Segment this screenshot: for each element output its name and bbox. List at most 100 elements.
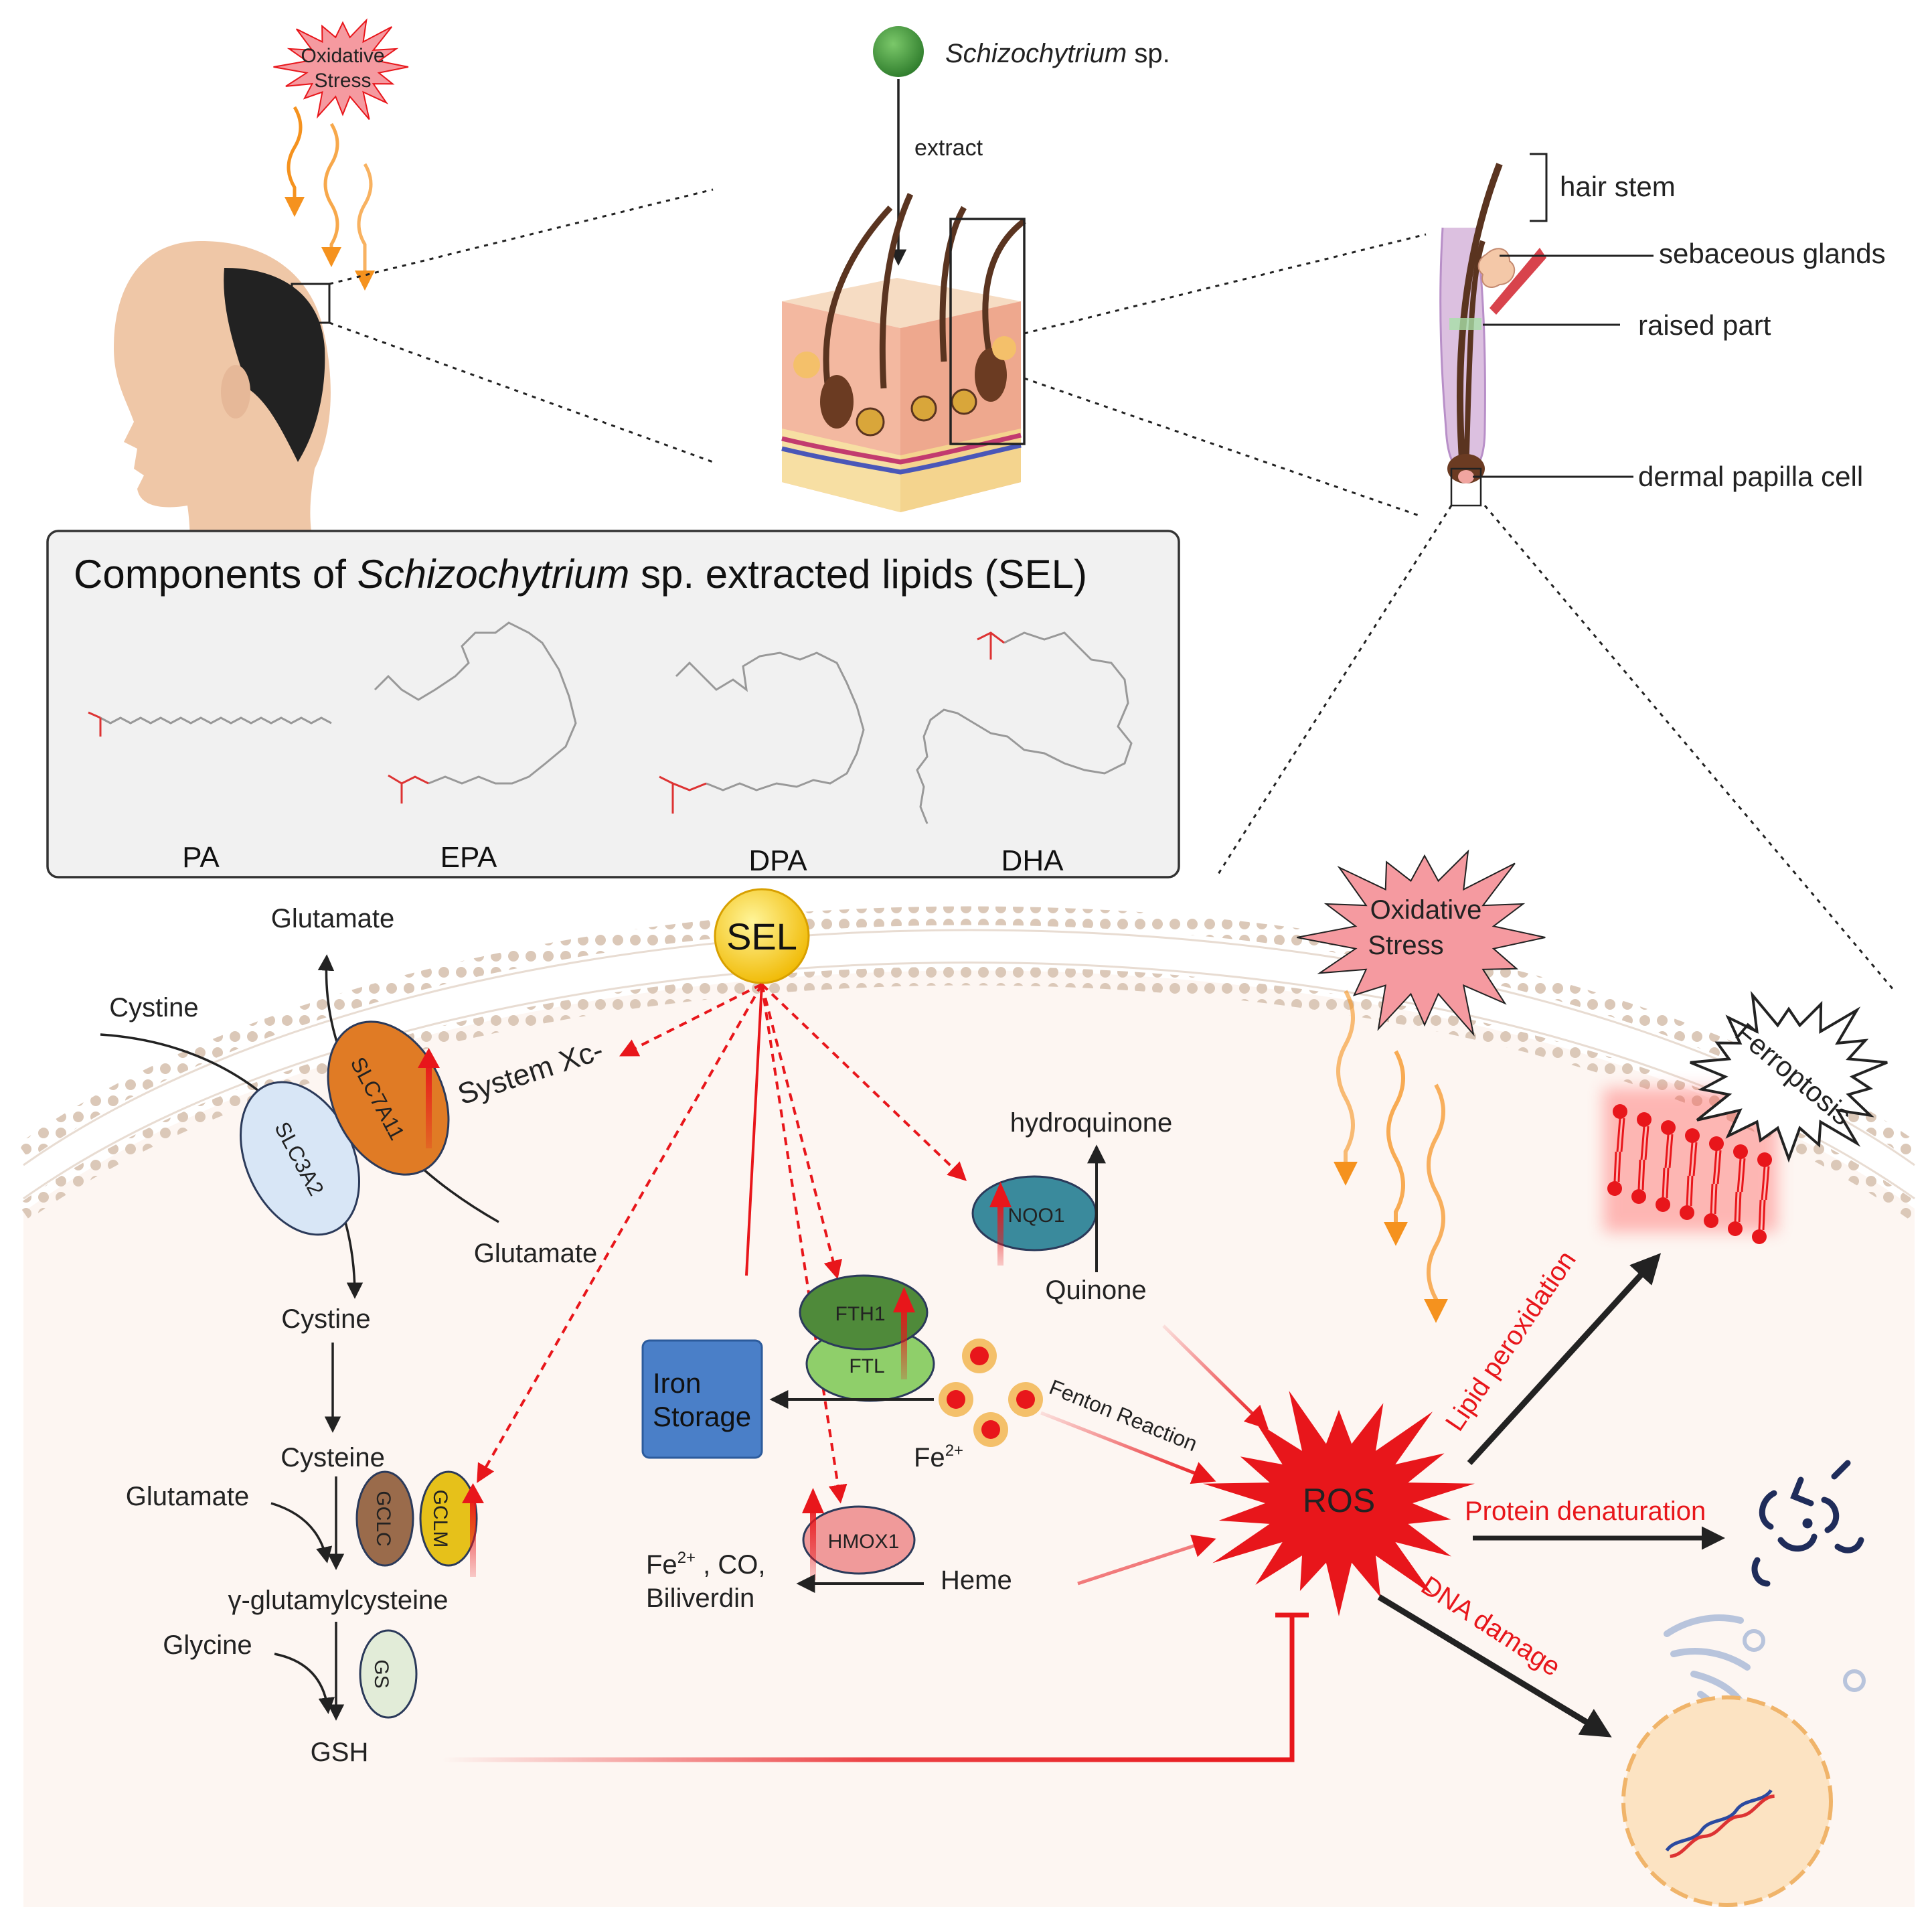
oxidative-stress-badge-large: Oxidative Stress bbox=[1297, 849, 1546, 1037]
gclm-upregulation-arrowhead bbox=[462, 1483, 484, 1503]
gclm-label: GCLM bbox=[429, 1490, 451, 1548]
components-box: Components of Schizochytrium sp. extract… bbox=[46, 530, 1180, 879]
hydroquinone-label: hydroquinone bbox=[1010, 1108, 1172, 1138]
glycine-label: Glycine bbox=[163, 1630, 252, 1660]
protein-denaturation-label: Protein denaturation bbox=[1465, 1497, 1706, 1526]
head-silhouette bbox=[114, 241, 331, 569]
nqo1-upregulation-arrowhead bbox=[989, 1182, 1012, 1207]
lipid-head-inner bbox=[1656, 1197, 1670, 1212]
lipid-head-inner bbox=[1680, 1205, 1694, 1220]
oxidative-stress-badge-small: Oxidative Stress bbox=[273, 18, 409, 121]
lipid-head-inner bbox=[1752, 1229, 1767, 1244]
glutamate-join-arrow bbox=[270, 1502, 333, 1563]
fenton-to-ros-arrow bbox=[1040, 1411, 1216, 1484]
hmox1-protein bbox=[802, 1505, 916, 1575]
slc7a11-protein bbox=[327, 1020, 450, 1176]
heme-products-line1: Fe2+ , CO, bbox=[646, 1549, 766, 1580]
denatured-protein-icon bbox=[1751, 1460, 1864, 1587]
zoom-lines-top bbox=[329, 188, 1896, 992]
heme-label: Heme bbox=[941, 1566, 1012, 1595]
label-sebaceous-glands: sebaceous glands bbox=[1659, 238, 1886, 269]
fth1-label: FTH1 bbox=[835, 1303, 886, 1325]
lipid-head-inner bbox=[1631, 1189, 1646, 1204]
nqo1-upregulation-icon bbox=[997, 1199, 1003, 1266]
extract-label: extract bbox=[914, 135, 983, 161]
gsh-inhibits-ros-line bbox=[442, 1615, 1295, 1762]
oxidative-stress-large-line2: Stress bbox=[1368, 931, 1443, 960]
scalp-zoom-box bbox=[291, 283, 331, 324]
slc7a11-upregulation-icon bbox=[426, 1058, 432, 1148]
fe2-ions-icon bbox=[939, 1339, 1043, 1447]
lipid-tail bbox=[1734, 1158, 1746, 1223]
glutamate-substrate: Glutamate bbox=[126, 1482, 250, 1511]
quinone-label: Quinone bbox=[1045, 1276, 1146, 1305]
lipid-head-outer bbox=[1757, 1152, 1772, 1167]
lipid-head-inner bbox=[1704, 1213, 1718, 1228]
label-raised-part: raised part bbox=[1638, 309, 1771, 341]
label-hair-stem: hair stem bbox=[1560, 171, 1676, 202]
dna-damage-arrow bbox=[1377, 1594, 1612, 1738]
cysteine-label: Cysteine bbox=[280, 1443, 385, 1472]
molecule-label-pa: PA bbox=[182, 841, 220, 874]
gclc-label: GCLC bbox=[372, 1491, 394, 1546]
lipid-head-outer bbox=[1685, 1128, 1700, 1143]
components-title: Components of Schizochytrium sp. extract… bbox=[74, 552, 1087, 597]
ftl-label: FTL bbox=[849, 1355, 884, 1377]
glutamate-extracellular: Glutamate bbox=[271, 904, 395, 933]
oxidative-waves-large bbox=[1334, 990, 1448, 1323]
hmox1-label: HMOX1 bbox=[828, 1531, 900, 1553]
hmox1-upregulation-icon bbox=[810, 1503, 816, 1580]
lipid-peroxidation-arrow bbox=[1467, 1253, 1662, 1466]
gclc-enzyme bbox=[355, 1470, 414, 1567]
iron-storage-box bbox=[641, 1339, 763, 1459]
hmox1-upregulation-arrowhead bbox=[802, 1488, 824, 1513]
sel-node bbox=[714, 888, 810, 984]
molecule-dpa-structure bbox=[659, 652, 865, 814]
lipid-tail bbox=[1686, 1142, 1698, 1207]
nqo1-label: NQO1 bbox=[1008, 1205, 1064, 1227]
molecule-dha-structure bbox=[916, 631, 1133, 824]
glycine-join-arrow bbox=[274, 1653, 335, 1714]
molecule-pa-structure bbox=[88, 711, 332, 737]
peroxidized-lipids-icon bbox=[1603, 1088, 1777, 1244]
cystine-intracellular: Cystine bbox=[281, 1304, 370, 1334]
label-dermal-papilla: dermal papilla cell bbox=[1638, 461, 1863, 492]
lipid-head-outer bbox=[1613, 1104, 1627, 1119]
skin-cross-section bbox=[781, 193, 1026, 512]
oxidative-waves-small bbox=[285, 106, 375, 291]
lipid-tail bbox=[1758, 1166, 1770, 1231]
ferritin-upregulation-icon bbox=[901, 1302, 907, 1379]
follicle-zoom-box bbox=[949, 218, 1026, 445]
gamma-glutamylcysteine-label: γ-glutamylcysteine bbox=[228, 1586, 448, 1615]
dermal-papilla-zoom-box bbox=[1450, 467, 1482, 507]
cystine-extracellular: Cystine bbox=[109, 993, 198, 1022]
iron-storage-label-2: Storage bbox=[653, 1401, 751, 1432]
lipid-head-inner bbox=[1607, 1181, 1622, 1196]
sel-regulation-arrows bbox=[477, 983, 967, 1504]
gsh-label: GSH bbox=[311, 1738, 369, 1767]
lipid-tail bbox=[1662, 1134, 1674, 1199]
gs-enzyme bbox=[359, 1629, 418, 1719]
lipid-tail bbox=[1710, 1150, 1722, 1215]
ferroptosis-burst bbox=[1690, 990, 1888, 1163]
quinone-to-ros-arrow bbox=[1162, 1324, 1269, 1430]
lipid-tail bbox=[1613, 1118, 1625, 1183]
follicle-label-lines bbox=[1473, 153, 1654, 478]
gclm-enzyme bbox=[419, 1470, 478, 1567]
nucleus-with-damaged-dna-icon bbox=[1621, 1614, 1866, 1907]
fe2-label: Fe2+ bbox=[914, 1442, 963, 1472]
schizochytrium-cell-icon bbox=[873, 26, 924, 77]
heme-to-ros-arrow bbox=[1077, 1535, 1216, 1586]
gclm-upregulation-icon bbox=[470, 1493, 476, 1577]
gs-label: GS bbox=[370, 1659, 392, 1688]
lipid-head-outer bbox=[1661, 1120, 1676, 1135]
lipid-head-outer bbox=[1733, 1144, 1748, 1159]
lipid-head-outer bbox=[1637, 1112, 1652, 1127]
lipid-head-inner bbox=[1728, 1221, 1743, 1236]
ros-label: ROS bbox=[1303, 1482, 1375, 1519]
molecule-label-dpa: DPA bbox=[748, 844, 807, 877]
heme-products-line2: Biliverdin bbox=[646, 1584, 754, 1613]
iron-storage-label-1: Iron bbox=[653, 1367, 701, 1399]
oxidative-stress-large-line1: Oxidative bbox=[1370, 895, 1482, 925]
